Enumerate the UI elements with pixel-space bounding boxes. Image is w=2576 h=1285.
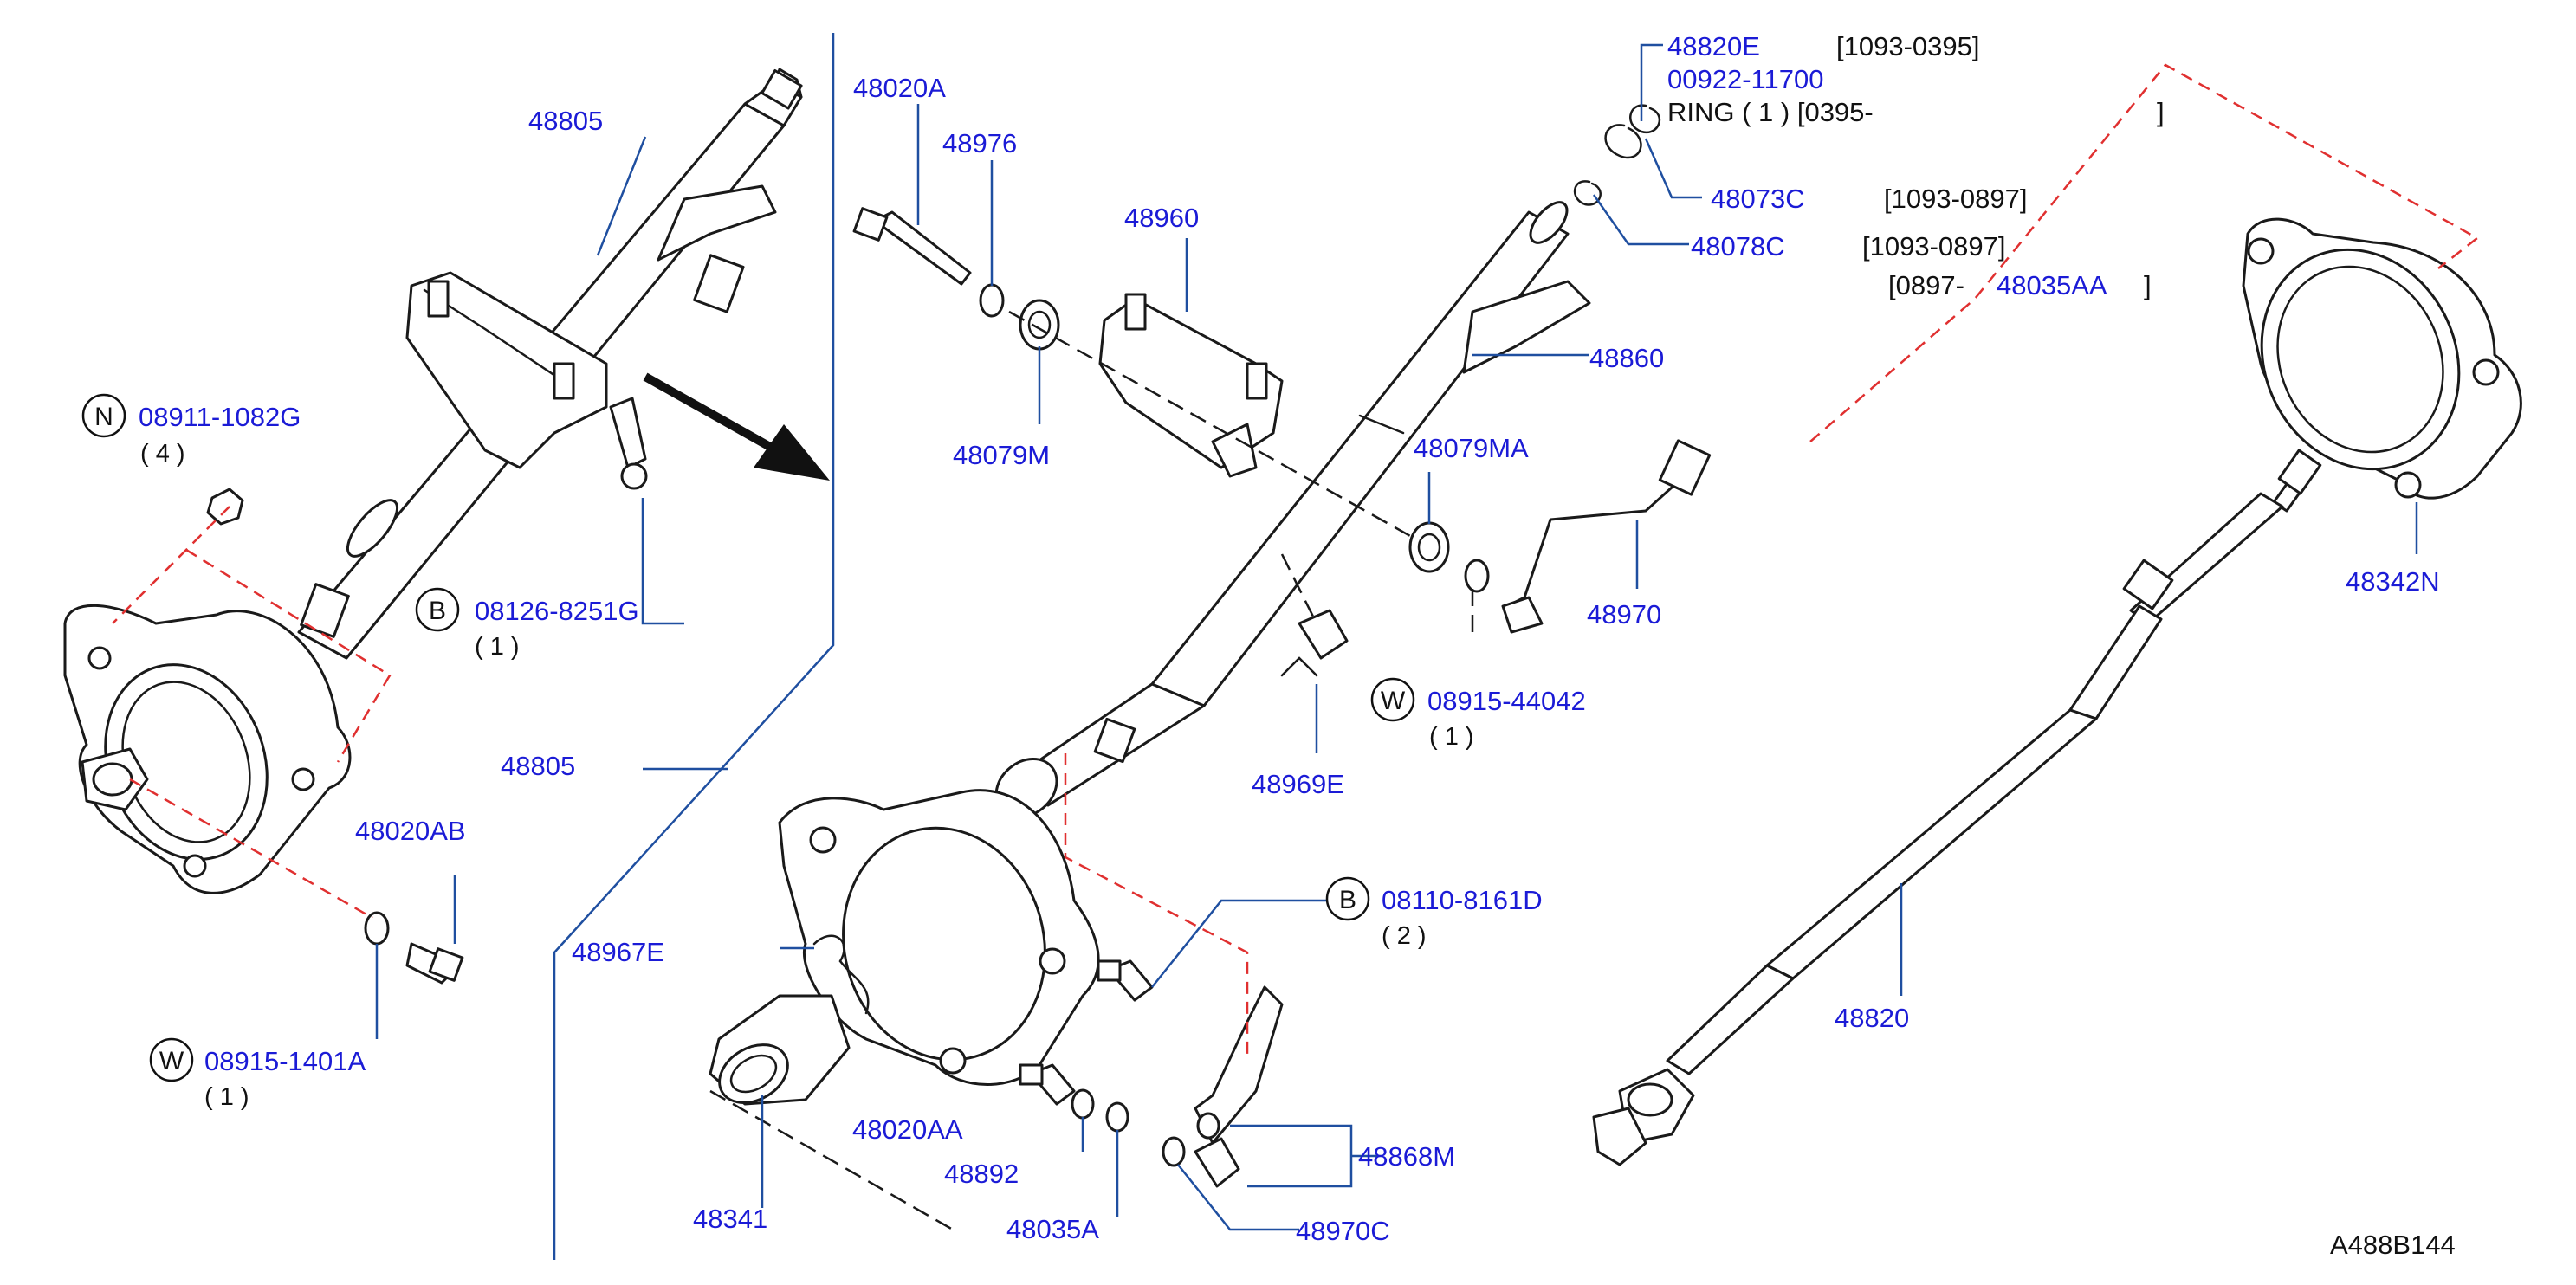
qty-08126-8251G: ( 1 ) [475, 633, 520, 661]
label-48967E: 48967E [572, 937, 664, 967]
label-48078C: 48078C [1691, 231, 1785, 262]
label-48079M: 48079M [953, 440, 1050, 470]
label-48970: 48970 [1587, 599, 1661, 630]
qty-08110-8161D: ( 2 ) [1382, 922, 1427, 950]
label-00922-11700: 00922-11700 [1667, 64, 1823, 94]
date-48820E: [1093-0395] [1836, 31, 1979, 61]
label-48073C: 48073C [1711, 184, 1805, 214]
svg-text:W: W [159, 1047, 184, 1075]
label-08915-1401A: 08915-1401A [204, 1046, 366, 1076]
leader-48970C [1177, 1164, 1299, 1231]
label-48020A: 48020A [853, 73, 946, 103]
steering-column-center [709, 201, 1712, 1188]
label-48970C: 48970C [1296, 1216, 1390, 1246]
steering-shaft-right [1573, 104, 2522, 1166]
svg-text:N: N [94, 403, 113, 431]
svg-text:W: W [1381, 687, 1406, 715]
leader-48078C [1592, 194, 1689, 246]
label-48035AA: 48035AA [1997, 270, 2107, 300]
label-48969E: 48969E [1252, 769, 1344, 799]
ring-note-close: ] [2157, 97, 2165, 127]
qty-08915-1401A: ( 1 ) [204, 1083, 249, 1111]
label-48020AB: 48020AB [355, 816, 466, 846]
label-48341: 48341 [693, 1204, 767, 1234]
steering-column-assembly-left [63, 68, 803, 985]
date-48035AA-close: ] [2144, 270, 2152, 300]
label-48820: 48820 [1835, 1003, 1909, 1033]
label-48960: 48960 [1124, 203, 1199, 233]
label-08126-8251G: 08126-8251G [475, 596, 639, 626]
label-48020AA: 48020AA [852, 1114, 963, 1145]
leader-08126 [641, 498, 684, 625]
marker-w-44042: W [1370, 677, 1415, 722]
leader-48073C [1644, 138, 1702, 199]
leader-48820E [1640, 43, 1663, 121]
label-08915-44042: 08915-44042 [1427, 686, 1586, 716]
marker-b-08126: B [415, 587, 460, 632]
label-48805-top: 48805 [528, 106, 603, 136]
label-48860: 48860 [1589, 343, 1664, 373]
marker-n: N [81, 393, 126, 438]
marker-b-08110: B [1325, 876, 1370, 921]
section-divider [553, 33, 835, 1260]
label-48342N: 48342N [2346, 566, 2440, 597]
leader-08110 [1151, 899, 1330, 988]
label-48976: 48976 [942, 128, 1017, 158]
svg-text:B: B [429, 597, 446, 625]
qty-08915-44042: ( 1 ) [1429, 723, 1474, 751]
date-48078C: [1093-0897] [1862, 231, 2005, 262]
label-48079MA: 48079MA [1414, 433, 1529, 463]
qty-08911-1082G: ( 4 ) [140, 440, 185, 468]
label-08911-1082G: 08911-1082G [139, 402, 301, 432]
diagram-id: A488B144 [2330, 1230, 2456, 1260]
label-48035A: 48035A [1006, 1214, 1099, 1244]
direction-arrow [643, 372, 830, 481]
leader-48868M [1230, 1124, 1353, 1188]
label-48820E: 48820E [1667, 31, 1760, 61]
label-08110-8161D: 08110-8161D [1382, 885, 1543, 915]
ring-note: RING ( 1 ) [0395- [1667, 97, 1874, 127]
label-48805-mid: 48805 [501, 751, 575, 781]
svg-text:B: B [1339, 886, 1356, 914]
leader-48805-top [596, 136, 647, 256]
marker-w-1401A: W [149, 1037, 194, 1082]
date-48073C: [1093-0897] [1884, 184, 2027, 214]
label-48868M: 48868M [1358, 1141, 1455, 1172]
date-48035AA-open: [0897- [1888, 270, 1964, 300]
label-48892: 48892 [944, 1159, 1019, 1189]
